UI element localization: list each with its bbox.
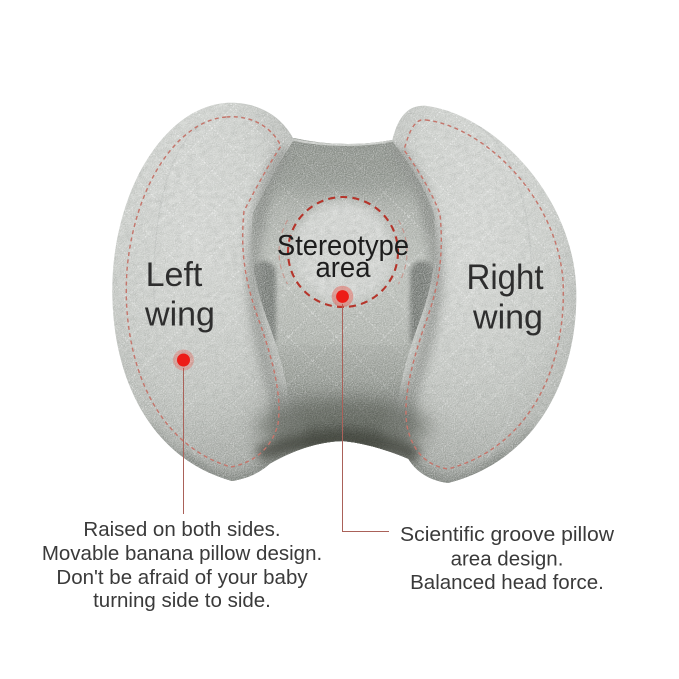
svg-text:Scientific groove pillow: Scientific groove pillow: [400, 523, 614, 546]
svg-text:Don't be afraid of your baby: Don't be afraid of your baby: [56, 566, 308, 589]
svg-text:Raised on both sides.: Raised on both sides.: [83, 518, 280, 541]
svg-text:area: area: [316, 252, 372, 284]
svg-text:Movable banana pillow design.: Movable banana pillow design.: [42, 542, 322, 565]
svg-text:Stereotype: Stereotype: [277, 230, 409, 262]
svg-text:Left: Left: [146, 256, 203, 294]
svg-text:turning side to side.: turning side to side.: [93, 589, 271, 612]
svg-text:Balanced head force.: Balanced head force.: [410, 571, 604, 594]
svg-text:wing: wing: [472, 299, 543, 337]
svg-text:Right: Right: [467, 257, 544, 297]
svg-text:wing: wing: [144, 296, 215, 334]
svg-text:area design.: area design.: [451, 548, 564, 571]
